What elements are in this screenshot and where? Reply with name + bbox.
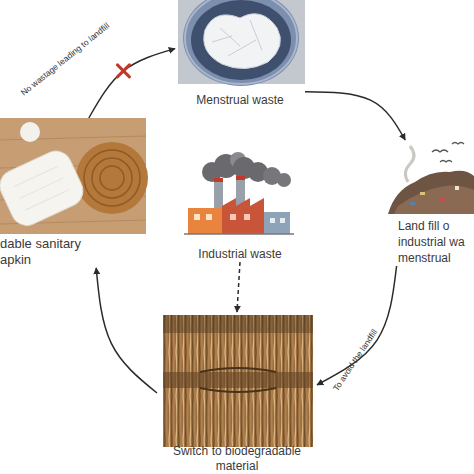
landfill-photo — [388, 143, 474, 215]
stage-caption: Industrial waste — [180, 246, 300, 262]
waste-bin-photo — [212, 20, 262, 56]
natural-fiber-photo — [163, 315, 313, 333]
waste-bin-photo — [183, 0, 299, 86]
factory-icon — [184, 152, 294, 234]
stage-caption: Menstrual waste — [175, 92, 305, 108]
landfill-photo — [388, 171, 474, 214]
cycle-arrow — [317, 266, 397, 385]
factory-icon — [264, 212, 290, 234]
natural-fiber-photo — [163, 315, 313, 447]
sanitary-napkin-photo — [84, 150, 140, 206]
factory-icon — [270, 218, 275, 223]
natural-fiber-photo — [163, 315, 313, 447]
factory-icon — [206, 214, 212, 220]
sanitary-napkin-photo — [0, 146, 88, 231]
factory-icon — [230, 214, 236, 220]
landfill-photo — [440, 161, 452, 163]
sanitary-napkin-photo — [76, 142, 148, 214]
sanitary-napkin-photo — [0, 118, 148, 234]
illustrated-stage: dable sanitary apkin — [0, 118, 148, 268]
cross-mark — [117, 65, 129, 77]
factory-icon — [280, 218, 285, 223]
cross-mark — [117, 65, 129, 77]
factory-icon — [236, 176, 245, 180]
landfill-photo — [432, 150, 448, 152]
edge-label: To avoid the landfill — [331, 327, 380, 393]
dashed-arrow — [237, 262, 240, 312]
sanitary-napkin-photo — [0, 146, 88, 231]
illustrated-stage: Switch to biodegradable material — [157, 312, 317, 474]
waste-bin-photo — [191, 0, 291, 80]
natural-fiber-photo — [163, 372, 313, 388]
stage-caption: Land fill o industrial wa menstrual — [388, 218, 474, 266]
waste-bin-photo — [185, 0, 297, 84]
edge-label: No wastage leading to landfill — [19, 20, 111, 97]
waste-bin-photo — [178, 0, 305, 86]
stage-caption: dable sanitary apkin — [0, 236, 95, 268]
factory-icon — [277, 173, 291, 187]
illustrated-stage: Industrial waste — [180, 150, 300, 262]
illustrated-stage: Menstrual waste — [175, 0, 305, 108]
factory-icon — [188, 208, 222, 234]
cycle-arrow — [89, 49, 175, 118]
sanitary-napkin-photo — [14, 166, 68, 210]
factory-icon — [214, 178, 223, 182]
landfill-photo — [420, 192, 425, 195]
cycle-arrow — [96, 268, 157, 393]
waste-bin-photo — [204, 14, 281, 69]
natural-fiber-photo — [163, 315, 313, 447]
factory-icon — [244, 214, 250, 220]
landfill-photo — [452, 143, 464, 145]
landfill-photo — [440, 198, 446, 201]
factory-icon — [194, 214, 200, 220]
natural-fiber-photo — [200, 368, 276, 392]
stage-caption: Switch to biodegradable material — [157, 444, 317, 474]
factory-icon — [184, 233, 294, 235]
cycle-arrow — [305, 92, 405, 140]
landfill-photo — [394, 186, 474, 215]
sanitary-napkin-photo — [20, 122, 40, 142]
illustrated-stage: Land fill o industrial wa menstrual — [388, 140, 474, 266]
landfill-photo — [405, 146, 414, 182]
factory-icon — [222, 198, 264, 234]
sanitary-napkin-photo — [92, 158, 132, 198]
landfill-photo — [410, 202, 415, 205]
landfill-photo — [455, 186, 459, 190]
sanitary-napkin-photo — [100, 166, 124, 190]
